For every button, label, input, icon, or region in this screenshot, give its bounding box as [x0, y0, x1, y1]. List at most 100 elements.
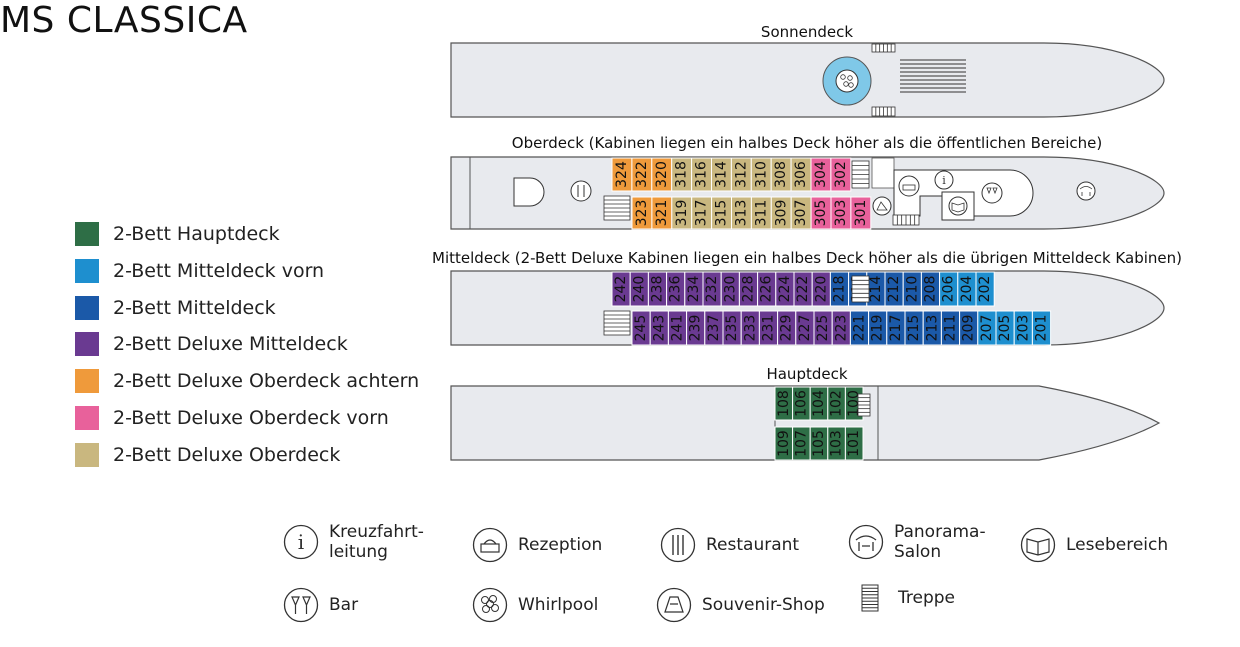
cabin-number: 209	[961, 315, 977, 342]
cabin: 238	[647, 271, 668, 307]
cabin: 227	[795, 310, 815, 346]
cabin-number: 302	[833, 161, 849, 188]
cabin-number: 102	[829, 390, 845, 417]
reception-icon	[898, 175, 920, 197]
bar-icon	[283, 587, 319, 623]
cabin: 315	[711, 196, 732, 230]
legend-item: 2-Bett Mitteldeck vorn	[75, 258, 324, 283]
cabin-number: 235	[724, 315, 740, 342]
cabin: 240	[629, 271, 649, 307]
cabin: 231	[758, 310, 779, 346]
cabin: 107	[792, 426, 811, 461]
cabin: 233	[740, 310, 760, 346]
symbol-key-item: Treppe	[852, 578, 955, 618]
cabin: 239	[686, 310, 706, 346]
deck-grating	[900, 59, 966, 93]
cabin: 205	[995, 310, 1015, 346]
cabin: 206	[939, 271, 959, 307]
cabin-number: 221	[852, 315, 868, 342]
symbol-key-label: Panorama- Salon	[894, 522, 986, 562]
cabin: 215	[904, 310, 924, 346]
sonnendeck-hull	[450, 42, 1165, 118]
symbol-key-item: Souvenir-Shop	[656, 585, 825, 625]
cabin-number: 231	[761, 315, 777, 342]
cabin-number: 315	[714, 200, 730, 227]
stairs-icon	[871, 43, 896, 53]
cabin-number: 310	[753, 161, 769, 188]
cabin-number: 240	[631, 276, 647, 303]
book-icon	[948, 196, 968, 216]
legend-item: 2-Bett Deluxe Oberdeck	[75, 442, 340, 467]
stairs-icon	[857, 393, 871, 417]
cabin: 245	[631, 310, 651, 346]
cabin-number: 218	[832, 276, 848, 303]
cabin: 313	[731, 196, 752, 230]
hauptdeck-title: Hauptdeck	[766, 365, 848, 383]
cabin-number: 317	[694, 200, 710, 227]
cabin: 214	[866, 271, 886, 307]
stairs-icon	[851, 160, 870, 189]
cabin-number: 305	[813, 200, 829, 227]
cabin: 106	[792, 386, 811, 421]
legend-label: 2-Bett Deluxe Oberdeck vorn	[113, 407, 389, 429]
cabin-number: 107	[793, 430, 809, 457]
legend-item: 2-Bett Deluxe Oberdeck achtern	[75, 369, 419, 394]
cabin-number: 219	[870, 315, 886, 342]
oberdeck-title: Oberdeck (Kabinen liegen ein halbes Deck…	[511, 134, 1103, 152]
stairs-icon	[603, 195, 631, 221]
cabin: 109	[774, 426, 794, 461]
legend-label: 2-Bett Deluxe Mitteldeck	[113, 333, 348, 356]
cabin: 319	[671, 196, 693, 230]
cabin-number: 324	[614, 161, 630, 188]
cabin-number: 243	[651, 315, 667, 342]
cabin-number: 222	[795, 276, 811, 303]
cabin-number: 242	[613, 276, 629, 303]
cabin: 230	[720, 271, 740, 307]
cabin-number: 237	[706, 315, 722, 342]
cabin-box	[850, 196, 872, 230]
cabin: 225	[813, 310, 833, 346]
cabin-number: 319	[674, 200, 690, 227]
cabin: 208	[920, 271, 941, 307]
whirlpool-icon	[472, 587, 508, 623]
legend-swatch	[75, 442, 99, 467]
cabin: 302	[830, 157, 852, 192]
cabin-number: 309	[773, 200, 789, 227]
cabin-number: 304	[813, 161, 829, 188]
restaurant-icon	[660, 527, 696, 563]
cabin: 308	[770, 157, 792, 192]
cabin: 201	[1031, 310, 1052, 346]
cabin: 224	[775, 271, 795, 307]
cabin: 229	[777, 310, 797, 346]
symbol-key-label: Lesebereich	[1066, 535, 1169, 555]
cabin: 311	[750, 196, 772, 230]
legend-label: 2-Bett Mitteldeck	[113, 296, 276, 319]
cabin: 105	[809, 426, 829, 461]
cabin: 234	[684, 271, 704, 307]
cabin-number: 109	[776, 430, 792, 457]
cabin-number: 236	[668, 276, 684, 303]
cabin-number: 239	[688, 315, 704, 342]
cabin-number: 306	[793, 161, 809, 188]
cabin: 303	[830, 196, 852, 230]
cabin-number: 313	[733, 200, 749, 227]
cabin-number: 241	[670, 315, 686, 342]
cabin: 324	[611, 157, 633, 192]
whirlpool-icon	[835, 69, 859, 93]
cabin: 306	[790, 157, 812, 192]
cabin: 213	[922, 310, 942, 346]
cabin: 223	[831, 310, 851, 346]
cabin-number: 201	[1034, 315, 1050, 342]
cabin-box	[975, 271, 995, 307]
cabin-number: 226	[759, 276, 775, 303]
svg-text:i: i	[298, 530, 304, 554]
book-icon	[1020, 527, 1056, 563]
symbol-key-item: Panorama- Salon	[848, 522, 986, 562]
cabin-number: 238	[650, 276, 666, 303]
cabin-number: 212	[886, 276, 902, 303]
symbol-key-item: Rezeption	[472, 525, 602, 565]
cabin: 220	[811, 271, 831, 307]
cabin-number: 215	[906, 315, 922, 342]
cabin: 221	[849, 310, 870, 346]
souvenir-shop-icon	[872, 196, 892, 216]
